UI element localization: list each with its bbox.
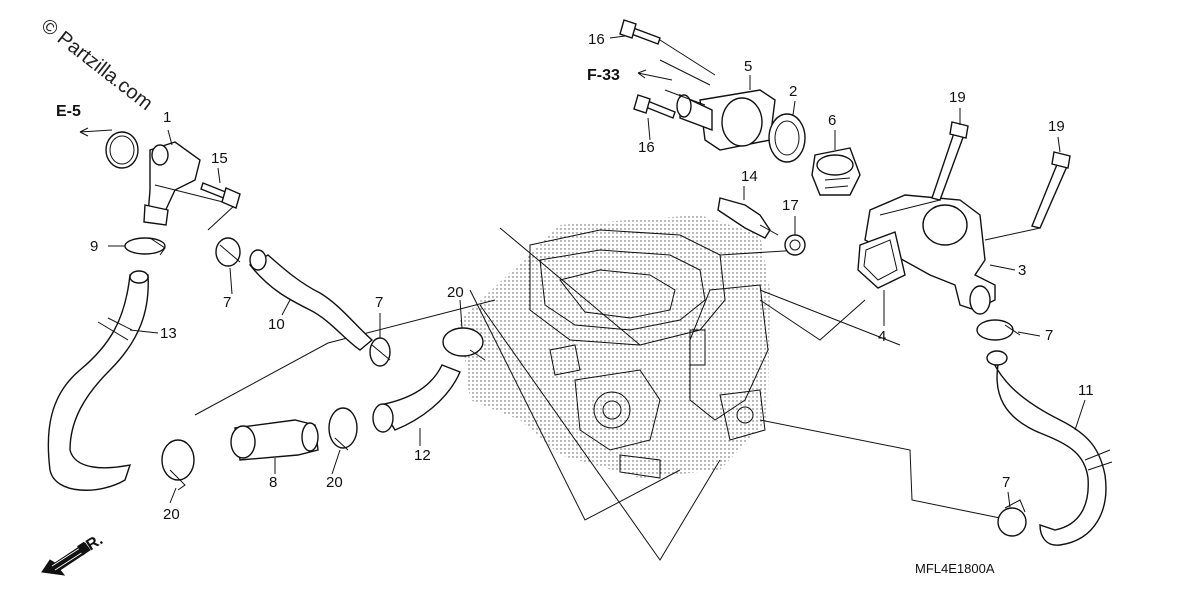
water-pump-housing-3 (864, 194, 996, 315)
reference-e5-arrow (79, 127, 113, 137)
thermostat-cover-5 (676, 89, 776, 151)
o-ring (105, 131, 139, 169)
temperature-sensor-14 (717, 197, 779, 239)
label-part-6[interactable]: 6 (828, 112, 836, 129)
label-part-7-a[interactable]: 7 (223, 294, 231, 311)
engine-cylinder-head (460, 215, 770, 479)
leader-hose-11 (759, 419, 1001, 519)
label-part-15[interactable]: 15 (211, 150, 228, 167)
label-part-13[interactable]: 13 (160, 325, 177, 342)
label-part-4[interactable]: 4 (878, 328, 886, 345)
label-part-12[interactable]: 12 (414, 447, 431, 464)
bolt-19-left (931, 121, 969, 201)
label-part-7-c[interactable]: 7 (1045, 327, 1053, 344)
leader-engine-bottom (479, 304, 721, 561)
thermostat-6 (811, 147, 861, 196)
label-part-9[interactable]: 9 (90, 238, 98, 255)
hose-clamp-9 (124, 237, 166, 256)
leaders-labels (108, 35, 1086, 508)
reference-f33[interactable]: F-33 (587, 67, 620, 84)
front-direction-arrow (41, 542, 91, 576)
hose-clamp-7-right (976, 319, 1021, 341)
gasket-2 (768, 113, 806, 163)
label-part-8[interactable]: 8 (269, 474, 277, 491)
reference-e5[interactable]: E-5 (56, 103, 81, 120)
hose-clamp-7-upper (215, 237, 241, 267)
diagram-code: MFL4E1800A (915, 561, 995, 576)
label-part-20-a[interactable]: 20 (447, 284, 464, 301)
label-part-10[interactable]: 10 (268, 316, 285, 333)
hose-clamp-7-middle (369, 337, 391, 367)
label-part-19-b[interactable]: 19 (1048, 118, 1065, 135)
reference-f33-arrow (637, 69, 673, 81)
hose-11 (986, 350, 1113, 546)
water-elbow-fitting (143, 141, 201, 226)
washer-17 (784, 234, 806, 256)
label-part-20-c[interactable]: 20 (326, 474, 343, 491)
label-part-2[interactable]: 2 (789, 83, 797, 100)
label-part-1[interactable]: 1 (163, 109, 171, 126)
hose-13 (47, 270, 149, 491)
joint-pipe-8 (230, 419, 319, 461)
bolt-16-upper (619, 19, 661, 45)
label-part-14[interactable]: 14 (741, 168, 758, 185)
label-part-16-b[interactable]: 16 (638, 139, 655, 156)
bolt-16-lower (633, 94, 676, 119)
hose-12 (372, 364, 461, 433)
hose-10 (248, 249, 374, 351)
label-part-20-b[interactable]: 20 (163, 506, 180, 523)
watermark-text: © Partzilla.com (37, 15, 157, 115)
label-part-7-d[interactable]: 7 (1002, 474, 1010, 491)
label-part-16-a[interactable]: 16 (588, 31, 605, 48)
label-part-3[interactable]: 3 (1018, 262, 1026, 279)
label-part-5[interactable]: 5 (744, 58, 752, 75)
leader-bolt-19 (879, 199, 1041, 241)
gasket-4 (857, 231, 906, 289)
hose-clamp-7-lower (997, 499, 1027, 537)
bolt-19-right (1031, 151, 1071, 229)
bolt-15 (200, 182, 241, 209)
label-part-17[interactable]: 17 (782, 197, 799, 214)
label-part-7-b[interactable]: 7 (375, 294, 383, 311)
hose-clamp-20-top (442, 327, 486, 361)
hose-clamp-20-middle (328, 407, 358, 451)
leader-part-5 (659, 59, 751, 106)
label-part-11[interactable]: 11 (1078, 382, 1094, 399)
leader-part-3 (759, 289, 901, 346)
hose-clamp-20-left (161, 439, 195, 491)
leader-engine-left (194, 227, 681, 521)
leader-part-4 (759, 299, 866, 341)
label-part-19-a[interactable]: 19 (949, 89, 966, 106)
